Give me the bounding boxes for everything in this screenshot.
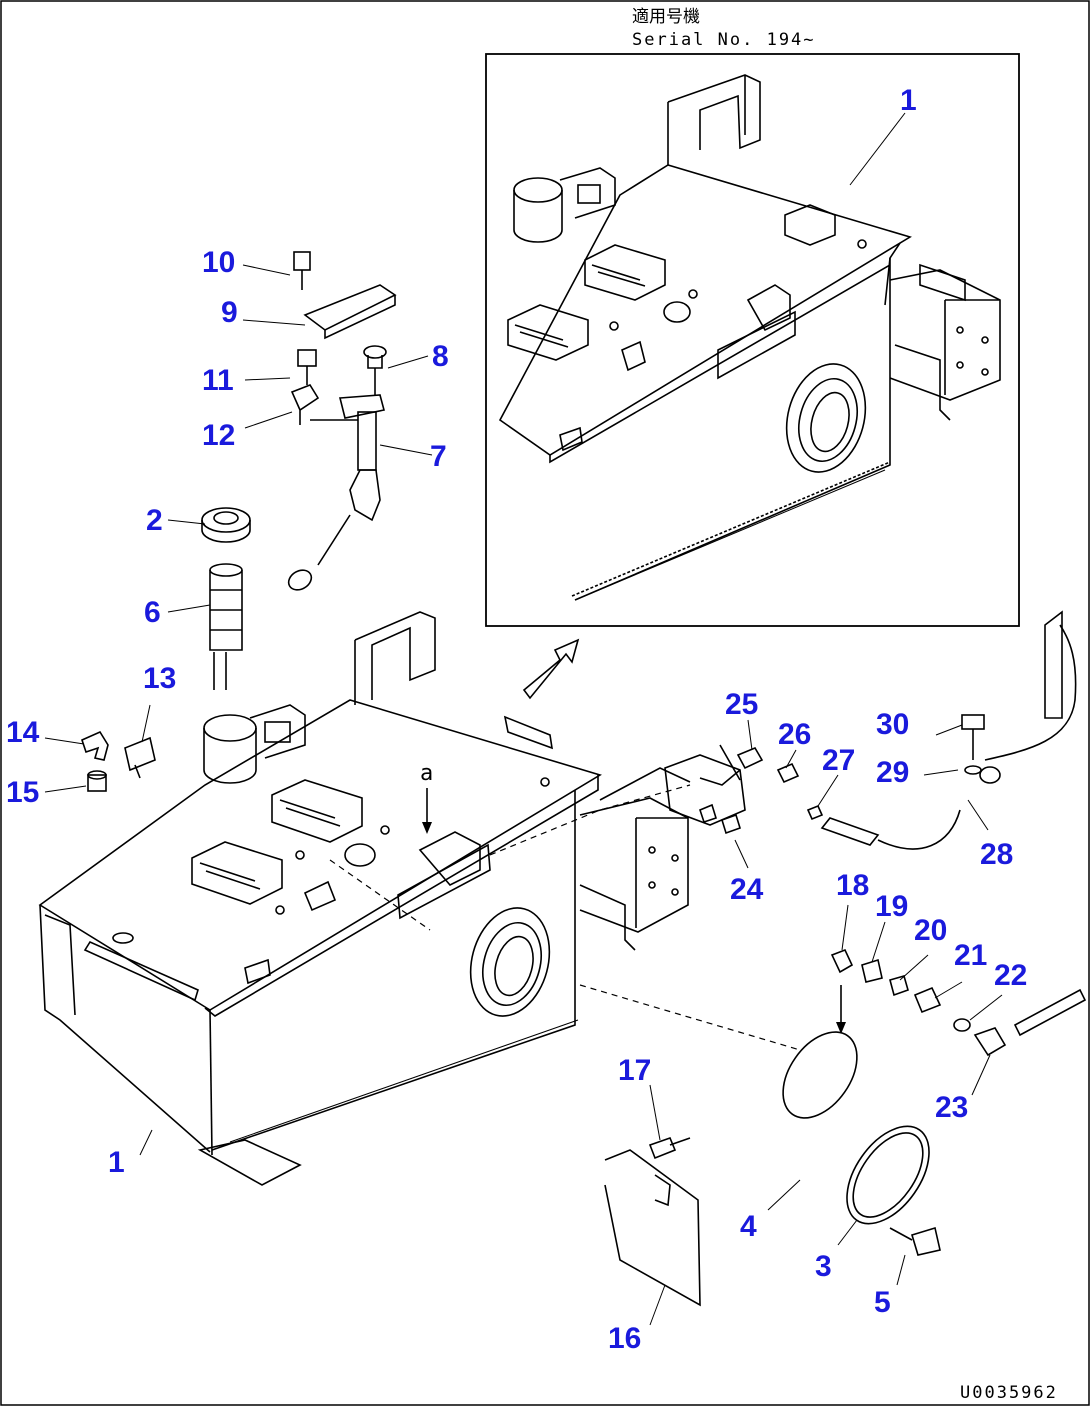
callout-25: 25 xyxy=(725,688,758,721)
leader-lines xyxy=(44,112,1003,1326)
callout-4: 4 xyxy=(740,1210,757,1243)
callout-17: 17 xyxy=(618,1054,651,1087)
callout-1: 1 xyxy=(108,1146,125,1179)
callout-27: 27 xyxy=(822,744,855,777)
callout-5: 5 xyxy=(874,1286,891,1319)
callout-19: 19 xyxy=(875,890,908,923)
callout-21: 21 xyxy=(954,939,987,972)
callout-1-inset: 1 xyxy=(900,84,917,117)
callout-15: 15 xyxy=(6,776,39,809)
figure-code: U0035962 xyxy=(960,1383,1058,1403)
callout-2: 2 xyxy=(146,504,163,537)
callout-29: 29 xyxy=(876,756,909,789)
serial-label-jp: 適用号機 xyxy=(632,7,700,27)
view-arrow-a: a a xyxy=(420,761,847,1076)
callout-14: 14 xyxy=(6,716,40,749)
callout-10: 10 xyxy=(202,246,235,279)
callout-30: 30 xyxy=(876,708,909,741)
callout-26: 26 xyxy=(778,718,811,751)
callout-13: 13 xyxy=(143,662,176,695)
callout-12: 12 xyxy=(202,419,235,452)
inset-frame xyxy=(485,53,1020,627)
callout-16: 16 xyxy=(608,1322,641,1355)
callout-22: 22 xyxy=(994,959,1027,992)
main-tank xyxy=(38,611,691,1186)
callout-28: 28 xyxy=(980,838,1013,871)
callout-9: 9 xyxy=(221,296,238,329)
callout-labels: 1 1 2 3 4 5 6 7 8 9 10 11 12 13 14 15 16… xyxy=(6,84,1027,1355)
view-marker-top: a xyxy=(420,761,433,786)
callout-7: 7 xyxy=(430,440,447,473)
callout-11: 11 xyxy=(202,364,234,397)
inset-tank xyxy=(498,74,1001,601)
callout-6: 6 xyxy=(144,596,161,629)
callout-18: 18 xyxy=(836,869,869,902)
callout-24: 24 xyxy=(730,873,764,906)
small-parts xyxy=(81,251,1087,1307)
serial-label-en: Serial No. 194~ xyxy=(632,30,816,50)
callout-20: 20 xyxy=(914,914,947,947)
callout-8: 8 xyxy=(432,340,449,373)
callout-23: 23 xyxy=(935,1091,968,1124)
callout-3: 3 xyxy=(815,1250,832,1283)
